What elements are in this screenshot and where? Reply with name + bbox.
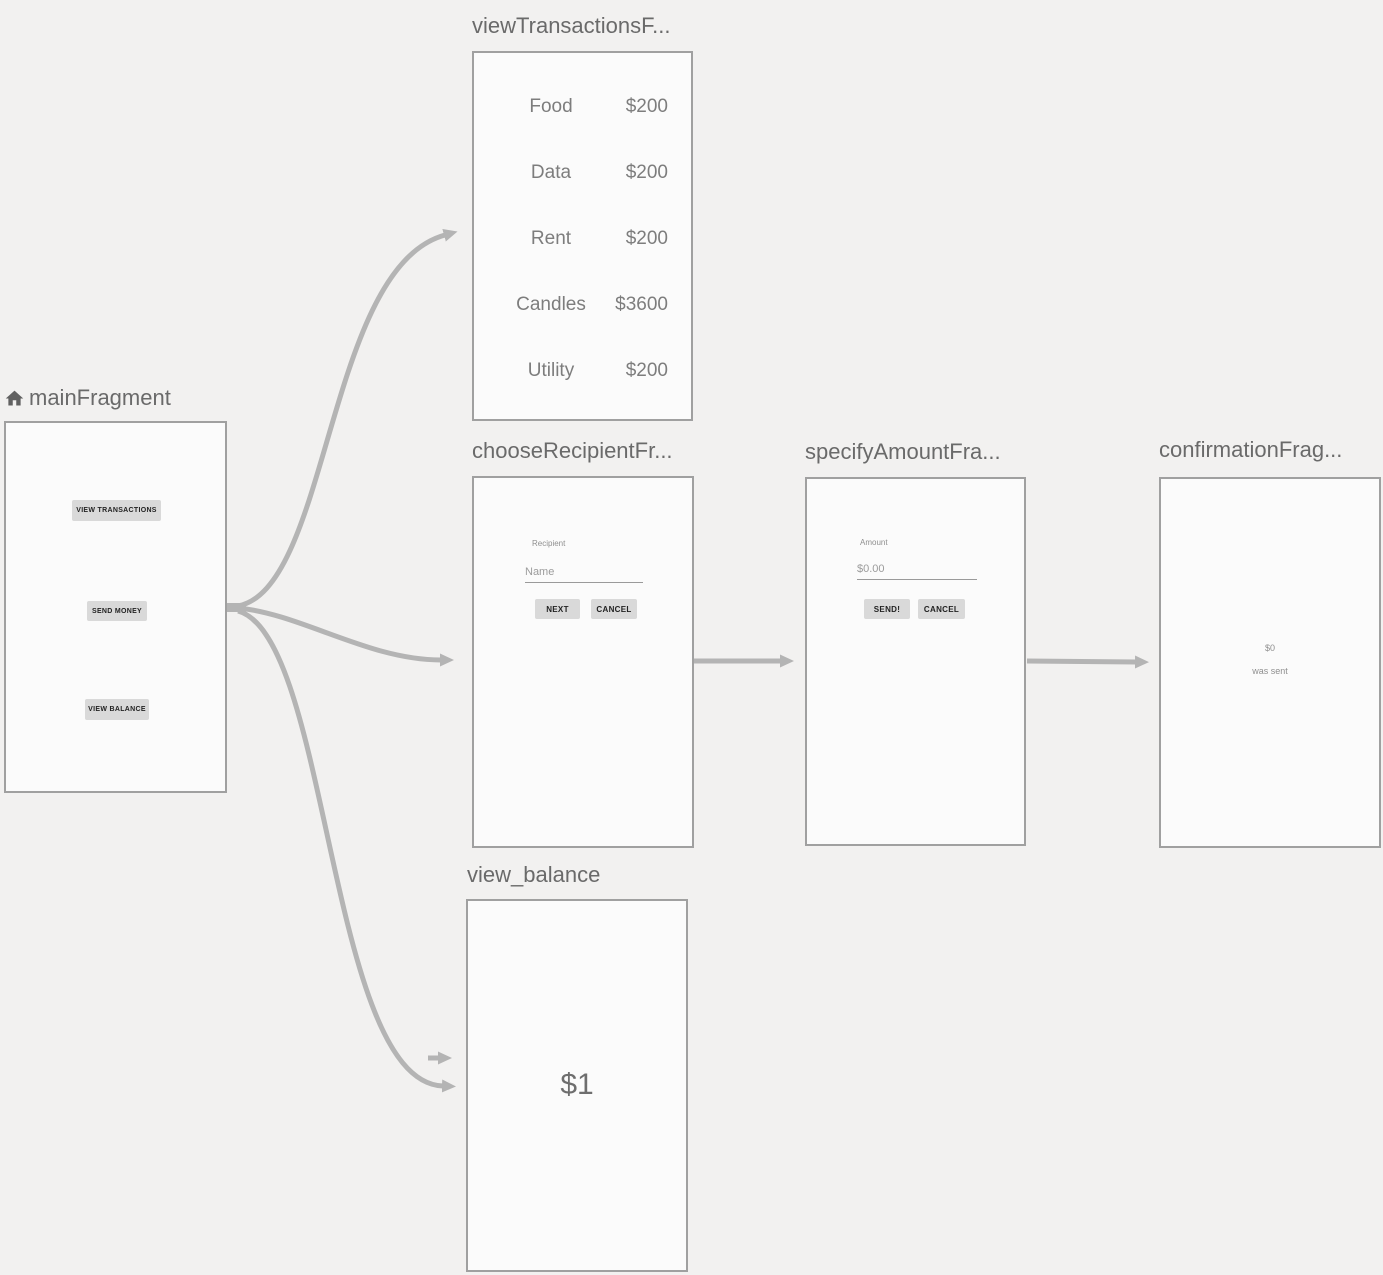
fragment-main-header[interactable]: mainFragment (4, 385, 171, 411)
amount-field-label: Amount (860, 538, 888, 547)
action-arrow-main-to-view-balance[interactable] (237, 608, 456, 1093)
fragment-view-balance-header[interactable]: view_balance (467, 862, 600, 888)
view-transactions-button: VIEW TRANSACTIONS (72, 500, 161, 521)
fragment-confirmation-card[interactable]: $0 was sent (1159, 477, 1381, 848)
fragment-confirmation-title: confirmationFrag... (1159, 437, 1343, 462)
transaction-label: Food (529, 96, 573, 117)
transaction-row: Rent $200 (474, 227, 691, 251)
recipient-name-input: Name (525, 566, 643, 583)
fragment-main-title: mainFragment (29, 385, 171, 410)
transaction-row: Utility $200 (474, 359, 691, 383)
transaction-label: Data (530, 162, 572, 183)
fragment-view-balance-card[interactable]: $1 (466, 899, 688, 1272)
transaction-amount: $3600 (615, 294, 668, 315)
fragment-specify-amount-card[interactable]: Amount $0.00 SEND! CANCEL (805, 477, 1026, 846)
home-icon (5, 390, 24, 405)
fragment-view-transactions-card[interactable]: Food $200 Data $200 Rent $200 Candles $3… (472, 51, 693, 421)
fragment-choose-recipient-card[interactable]: Recipient Name NEXT CANCEL (472, 476, 694, 848)
fragment-view-transactions-header[interactable]: viewTransactionsF... (472, 13, 670, 39)
fragment-main-card[interactable]: VIEW TRANSACTIONS SEND MONEY VIEW BALANC… (4, 421, 227, 793)
transaction-label: Rent (530, 228, 572, 249)
transaction-label: Candles (516, 294, 586, 315)
view-balance-button: VIEW BALANCE (85, 699, 149, 720)
transaction-amount: $200 (625, 360, 668, 381)
fragment-view-balance-title: view_balance (467, 862, 601, 887)
transaction-row: Candles $3600 (474, 293, 691, 317)
fragment-specify-amount-title: specifyAmountFra... (805, 439, 1001, 464)
next-button: NEXT (535, 599, 580, 619)
action-arrow-main-to-choose-recipient[interactable] (237, 605, 454, 667)
fragment-choose-recipient-title: chooseRecipientFr... (472, 438, 673, 463)
cancel-button: CANCEL (918, 599, 965, 619)
action-arrow-main-to-view-transactions[interactable] (237, 229, 458, 609)
send-button: SEND! (864, 599, 910, 619)
amount-input: $0.00 (857, 563, 977, 580)
transaction-amount: $200 (625, 228, 668, 249)
fragment-view-transactions-title: viewTransactionsF... (472, 13, 671, 38)
cancel-button: CANCEL (591, 599, 637, 619)
action-origin-nub (224, 603, 246, 612)
transaction-row: Data $200 (474, 161, 691, 185)
fragment-confirmation-header[interactable]: confirmationFrag... (1159, 437, 1342, 463)
transaction-label: Utility (527, 360, 575, 381)
confirmation-message-text: was sent (1252, 666, 1288, 676)
balance-text: $1 (560, 1068, 594, 1101)
transaction-row: Food $200 (474, 95, 691, 119)
send-money-button: SEND MONEY (87, 601, 147, 621)
recipient-field-label: Recipient (532, 539, 566, 548)
fragment-specify-amount-header[interactable]: specifyAmountFra... (805, 439, 1001, 465)
fragment-choose-recipient-header[interactable]: chooseRecipientFr... (472, 438, 673, 464)
transaction-amount: $200 (625, 96, 668, 117)
confirmation-amount-text: $0 (1264, 643, 1275, 653)
action-arrow-specify-amount-to-confirmation[interactable] (1026, 655, 1149, 669)
transaction-amount: $200 (625, 162, 668, 183)
